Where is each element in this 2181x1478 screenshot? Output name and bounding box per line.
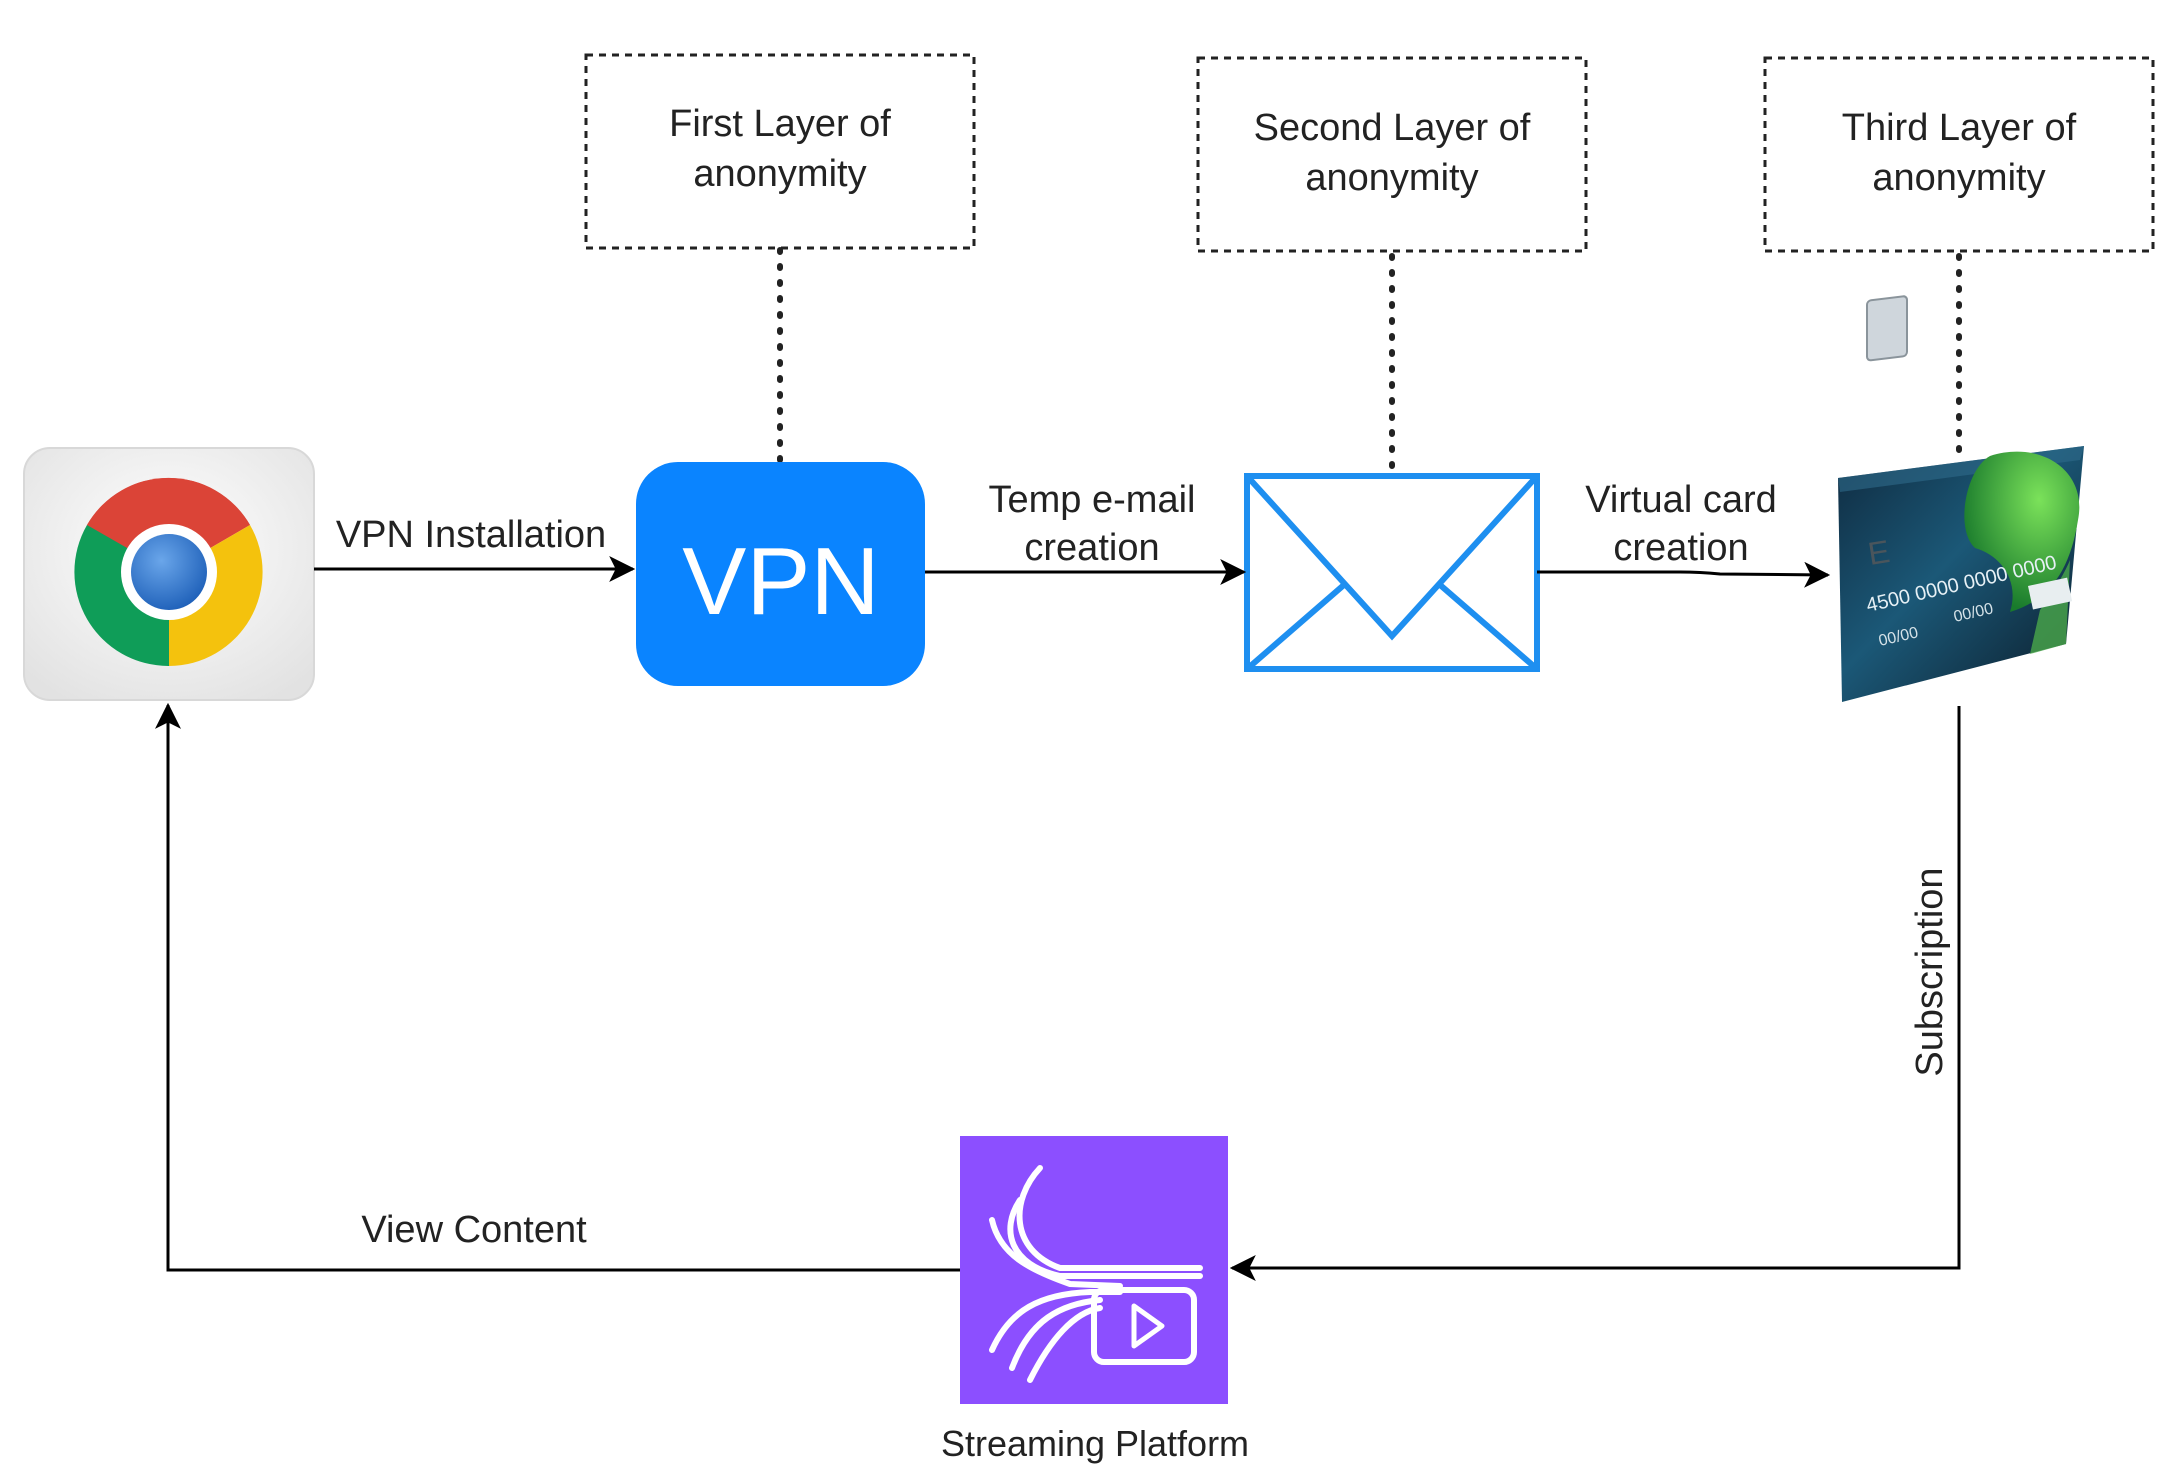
layer-box-first-border <box>584 53 976 250</box>
edge-label-vpn-installation: VPN Installation <box>336 514 606 556</box>
vpn-icon-background <box>636 462 925 686</box>
edge-label-temp-email-line1: Temp e-mail <box>989 479 1196 521</box>
streaming-platform-icon <box>960 1136 1228 1404</box>
edge-card-to-streaming <box>1229 706 1961 1281</box>
layer-box-second-border <box>1196 56 1588 253</box>
edge-streaming-to-browser <box>155 702 960 1272</box>
edge-label-view-content: View Content <box>361 1209 587 1251</box>
streaming-platform-label: Streaming Platform <box>941 1423 1249 1464</box>
edge-label-virtual-card-line2: creation <box>1613 527 1748 569</box>
layer-box-first: First Layer of anonymity <box>584 53 976 250</box>
layer-box-second: Second Layer of anonymity <box>1196 56 1588 253</box>
layer-second-line1: Second Layer of <box>1254 107 1531 149</box>
layer-box-third: Third Layer of anonymity <box>1763 56 2155 253</box>
envelope-icon <box>1244 473 1540 672</box>
edge-label-virtual-card-line1: Virtual card <box>1585 479 1777 521</box>
layer-third-line1: Third Layer of <box>1842 107 2077 149</box>
layer-first-line1: First Layer of <box>669 103 891 145</box>
credit-card-icon: E 4500 0000 0000 0000 00/00 00/00 <box>1838 295 2084 702</box>
layer-third-line2: anonymity <box>1872 157 2045 199</box>
edge-email-to-card <box>1537 561 1831 588</box>
edge-label-temp-email-line2: creation <box>1024 527 1159 569</box>
layer-second-line2: anonymity <box>1305 157 1478 199</box>
layer-box-third-border <box>1763 56 2155 253</box>
layer-first-line2: anonymity <box>693 153 866 195</box>
edge-label-subscription: Subscription <box>1909 867 1951 1076</box>
vpn-icon-text: VPN <box>682 528 879 635</box>
vpn-icon: VPN <box>636 462 925 686</box>
chrome-browser-icon <box>23 447 315 701</box>
